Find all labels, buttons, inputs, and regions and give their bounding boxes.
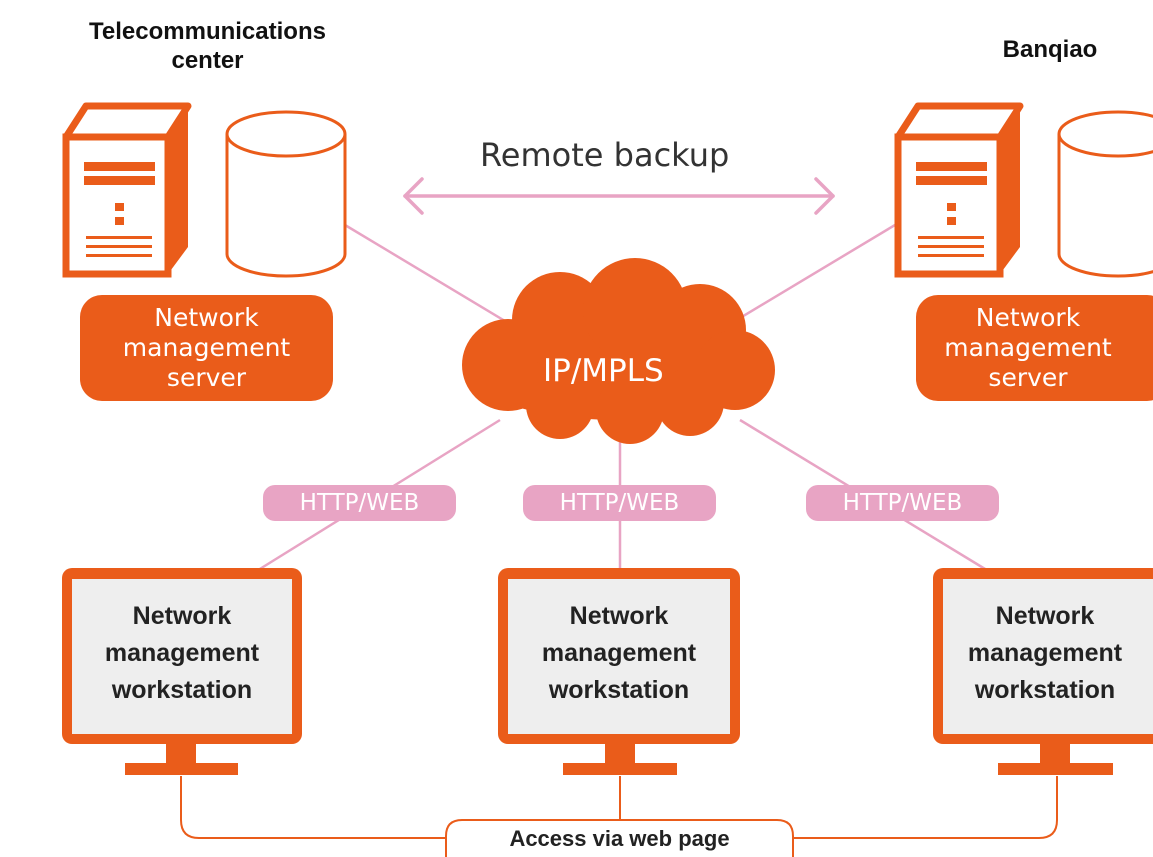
workstation-label-left: Network management workstation bbox=[104, 602, 260, 704]
database-icon-left bbox=[225, 110, 347, 278]
server-label-right-text: Network management server bbox=[944, 303, 1112, 392]
workstation-label-right: Network management workstation bbox=[967, 602, 1123, 704]
database-icon-right bbox=[1057, 110, 1153, 278]
link-left-server bbox=[344, 223, 521, 332]
server-label-left: Network management server bbox=[80, 295, 333, 401]
monitor-icon-right bbox=[933, 568, 1153, 775]
monitor-icon-middle bbox=[498, 568, 740, 775]
link-right-server bbox=[719, 223, 896, 332]
double-arrow-icon bbox=[403, 177, 835, 215]
server-label-right: Network management server bbox=[916, 295, 1153, 401]
server-tower-icon-right bbox=[894, 102, 1024, 278]
access-via-web-label: Access via web page bbox=[509, 826, 730, 851]
cloud-icon bbox=[462, 258, 775, 444]
protocol-badge-right: HTTP/WEB bbox=[806, 485, 999, 521]
site-title-telecommunications: Telecommunications center bbox=[89, 18, 326, 74]
protocol-badge-left: HTTP/WEB bbox=[263, 485, 456, 521]
remote-backup-label: Remote backup bbox=[480, 136, 730, 174]
access-bracket bbox=[180, 776, 1058, 857]
server-tower-icon-left bbox=[62, 102, 192, 278]
workstation-label-middle: Network management workstation bbox=[541, 602, 697, 704]
protocol-badge-middle: HTTP/WEB bbox=[523, 485, 716, 521]
cloud-label: IP/MPLS bbox=[543, 353, 664, 389]
monitor-icon-left bbox=[62, 568, 302, 775]
site-title-banqiao: Banqiao bbox=[1002, 36, 1098, 63]
